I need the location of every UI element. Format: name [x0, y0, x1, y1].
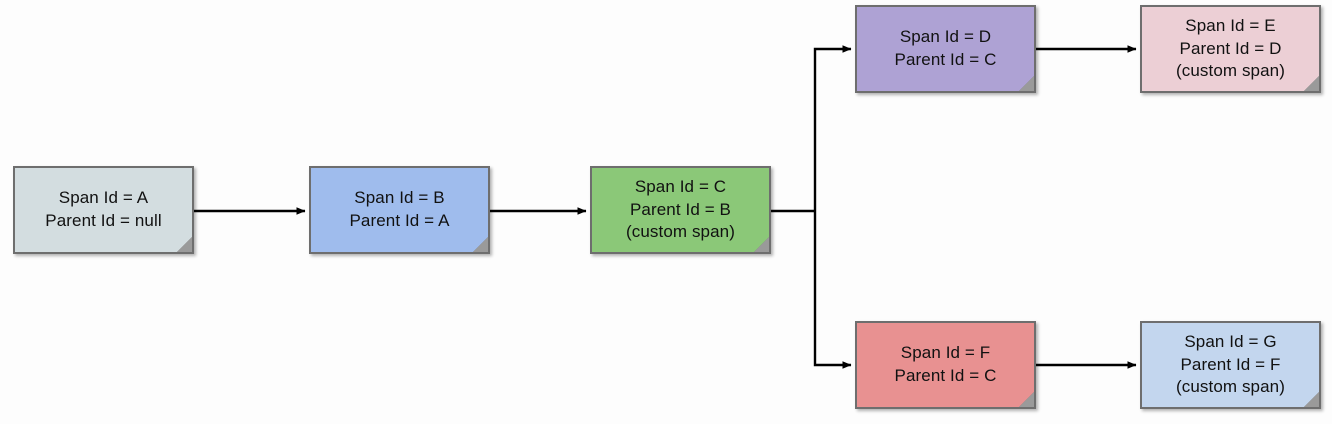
span-node-d-line-1: Span Id = D [899, 27, 992, 47]
span-node-f-line-2: Parent Id = C [894, 366, 997, 385]
folded-corner-outer [752, 235, 771, 254]
folded-corner-inner [1304, 76, 1319, 91]
folded-corner-inner [473, 237, 488, 252]
folded-corner-icon [1017, 390, 1036, 409]
edge-branch-to-f [813, 211, 852, 369]
folded-corner-outer [1302, 74, 1321, 93]
folded-corner-icon [1302, 390, 1321, 409]
span-node-c-line-3: (custom span) [625, 222, 735, 242]
span-node-b-line-2: Parent Id = A [349, 211, 450, 230]
span-node-b[interactable]: Span Id = B Parent Id = A [309, 166, 490, 254]
folded-corner-inner [1019, 76, 1034, 91]
span-node-g-line-1: Span Id = G [1184, 332, 1277, 352]
span-node-g-line-2: Parent Id = F [1180, 354, 1281, 374]
span-node-g-line-3: (custom span) [1175, 377, 1285, 397]
edge-branch-to-d [813, 45, 852, 211]
span-node-c-line-1: Span Id = C [634, 177, 727, 197]
folded-corner-inner [1304, 392, 1319, 407]
folded-corner-inner [1019, 392, 1034, 407]
span-node-d[interactable]: Span Id = D Parent Id = C [855, 5, 1036, 93]
folded-corner-outer [1017, 390, 1036, 409]
span-node-c-line-2: Parent Id = B [629, 199, 731, 219]
span-node-a[interactable]: Span Id = A Parent Id = null [13, 166, 194, 254]
span-node-d-line-2: Parent Id = C [894, 50, 997, 69]
span-node-f[interactable]: Span Id = F Parent Id = C [855, 321, 1036, 409]
folded-corner-icon [1017, 74, 1036, 93]
folded-corner-icon [1302, 74, 1321, 93]
folded-corner-outer [1017, 74, 1036, 93]
span-node-a-line-1: Span Id = A [58, 188, 149, 208]
span-node-a-line-2: Parent Id = null [45, 211, 162, 230]
folded-corner-icon [471, 235, 490, 254]
folded-corner-inner [754, 237, 769, 252]
folded-corner-outer [175, 235, 194, 254]
span-node-b-line-1: Span Id = B [354, 188, 445, 208]
folded-corner-inner [177, 237, 192, 252]
folded-corner-icon [752, 235, 771, 254]
span-node-e-line-3: (custom span) [1175, 61, 1285, 81]
span-node-e-line-1: Span Id = E [1185, 16, 1276, 36]
span-node-f-line-1: Span Id = F [900, 343, 991, 363]
folded-corner-icon [175, 235, 194, 254]
folded-corner-outer [1302, 390, 1321, 409]
folded-corner-outer [471, 235, 490, 254]
span-node-e-line-2: Parent Id = D [1179, 38, 1282, 58]
